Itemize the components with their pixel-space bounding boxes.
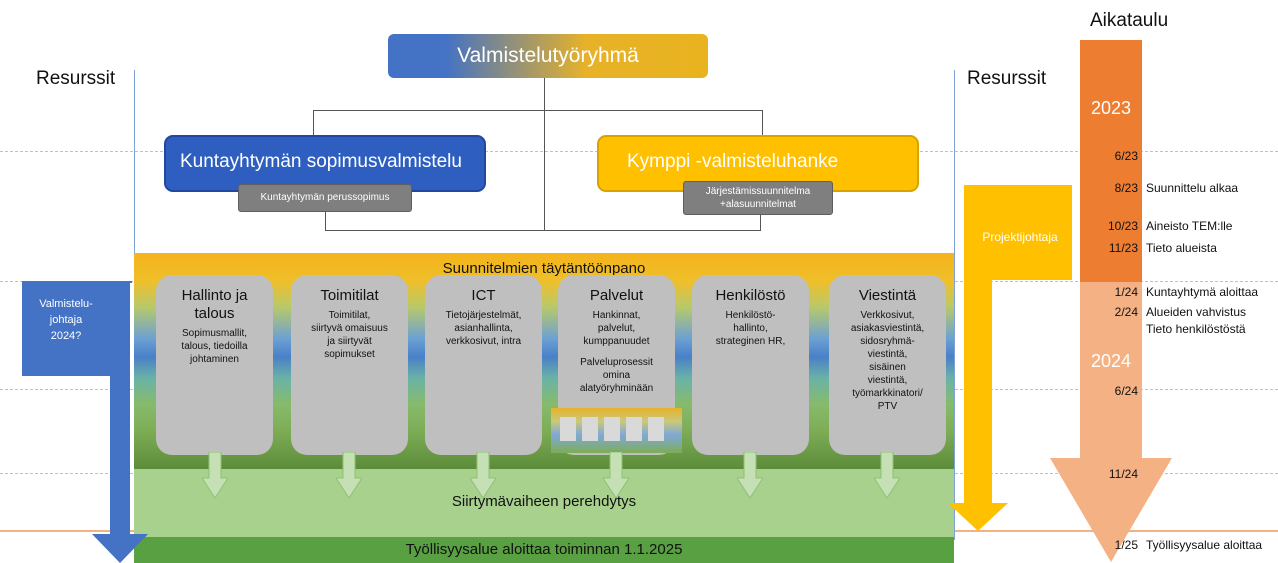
preparation-director-arrow: [22, 281, 148, 563]
connector-down: [544, 110, 545, 230]
column-extra: Palveluprosessit omina alatyöryhminään: [579, 357, 654, 394]
left-resources-heading: Resurssit: [36, 68, 116, 89]
connector-join: [325, 230, 761, 231]
milestone-label: Alueiden vahvistus: [1146, 305, 1247, 319]
start-banner: Työllisyysalue aloittaa toiminnan 1.1.20…: [134, 537, 954, 563]
column-title: Toimitilat: [320, 287, 379, 304]
connector-top-vertical: [544, 78, 545, 110]
agreement-scroll-label: Kuntayhtymän perussopimus: [260, 192, 390, 203]
column-services: Palvelut Hankinnat, palvelut, kumppanuud…: [551, 275, 682, 455]
milestone-date: 1/25: [1114, 538, 1138, 552]
down-arrow-icon: [202, 452, 228, 498]
transition-label: Siirtymävaiheen perehdytys: [451, 493, 637, 510]
down-arrow-icon: [470, 452, 496, 498]
right-resource-line: [954, 70, 955, 540]
column-title: Henkilöstö: [715, 287, 786, 304]
column-desc: Toimitilat, siirtyvä omaisuus ja siirtyv…: [311, 310, 388, 360]
project-director-label: Projektijohtaja: [982, 230, 1058, 244]
connector-left-drop: [313, 110, 314, 135]
milestone-date: 11/23: [1108, 241, 1138, 255]
steering-group-box: Valmistelutyöryhmä: [388, 34, 708, 78]
down-arrow-icon: [874, 452, 900, 498]
milestone-date: 6/23: [1114, 149, 1138, 163]
milestone-label: Suunnittelu alkaa: [1146, 181, 1239, 195]
column-facilities: Toimitilat Toimitilat, siirtyvä omaisuus…: [291, 275, 408, 455]
plan-scroll-label: Järjestämissuunnitelma +alasuunnitelmat: [705, 186, 811, 210]
project-director-arrow: [948, 185, 1072, 531]
column-title: Viestintä: [858, 287, 917, 304]
implementation-title: Suunnitelmien täytäntöönpano: [442, 260, 646, 277]
timeline-heading: Aikataulu: [1090, 10, 1169, 31]
column-communications: Viestintä Verkkosivut, asiakasviestintä,…: [829, 275, 946, 455]
column-desc: Verkkosivut, asiakasviestintä, sidosryhm…: [850, 310, 925, 412]
column-personnel: Henkilöstö Henkilöstö- hallinto, strateg…: [692, 275, 809, 455]
column-desc: Henkilöstö- hallinto, strateginen HR,: [715, 310, 786, 347]
plan-scroll: Järjestämissuunnitelma +alasuunnitelmat: [683, 181, 833, 215]
connector-horizontal: [313, 110, 763, 111]
down-arrow-icon: [737, 452, 763, 498]
column-desc: Sopimusmallit, talous, tiedoilla johtami…: [181, 328, 248, 365]
milestone-date: 10/23: [1107, 219, 1138, 233]
year-2023-label: 2023: [1090, 98, 1132, 118]
milestone-label: Tieto alueista: [1146, 241, 1217, 255]
column-desc: Hankinnat, palvelut, kumppanuudet: [583, 310, 650, 347]
milestone-date: 2/24: [1114, 305, 1138, 319]
agreement-scroll: Kuntayhtymän perussopimus: [238, 184, 412, 212]
milestone-date: 8/23: [1114, 181, 1138, 195]
milestone-label: Tieto henkilöstöstä: [1146, 322, 1246, 336]
milestone-label: Kuntayhtymä aloittaa: [1146, 285, 1259, 299]
year-2024-label: 2024: [1090, 351, 1132, 371]
column-admin-finance: Hallinto ja talous Sopimusmallit, talous…: [156, 275, 273, 455]
milestone-label: Aineisto TEM:lle: [1146, 219, 1233, 233]
transition-panel: [134, 469, 954, 537]
column-title: Palvelut: [589, 287, 644, 304]
milestone-date: 11/24: [1108, 467, 1138, 481]
timeline-arrow: [1050, 40, 1172, 562]
connector-right-scroll: [760, 214, 761, 230]
mini-diagram-icon: [551, 408, 682, 453]
connector-left-scroll: [325, 210, 326, 230]
column-desc: Tietojärjestelmät, asianhallinta, verkko…: [445, 310, 522, 347]
right-resources-heading: Resurssit: [967, 68, 1047, 89]
column-title: ICT: [471, 287, 496, 304]
column-title: Hallinto ja talous: [181, 287, 248, 322]
milestone-date: 1/24: [1114, 285, 1138, 299]
column-ict: ICT Tietojärjestelmät, asianhallinta, ve…: [425, 275, 542, 455]
connector-right-drop: [762, 110, 763, 135]
milestone-label: Työllisyysalue aloittaa: [1146, 538, 1263, 552]
down-arrow-icon: [336, 452, 362, 498]
down-arrow-icon: [603, 452, 629, 498]
preparation-director-label: Valmistelu- johtaja 2024?: [39, 298, 93, 342]
milestone-date: 6/24: [1114, 384, 1138, 398]
